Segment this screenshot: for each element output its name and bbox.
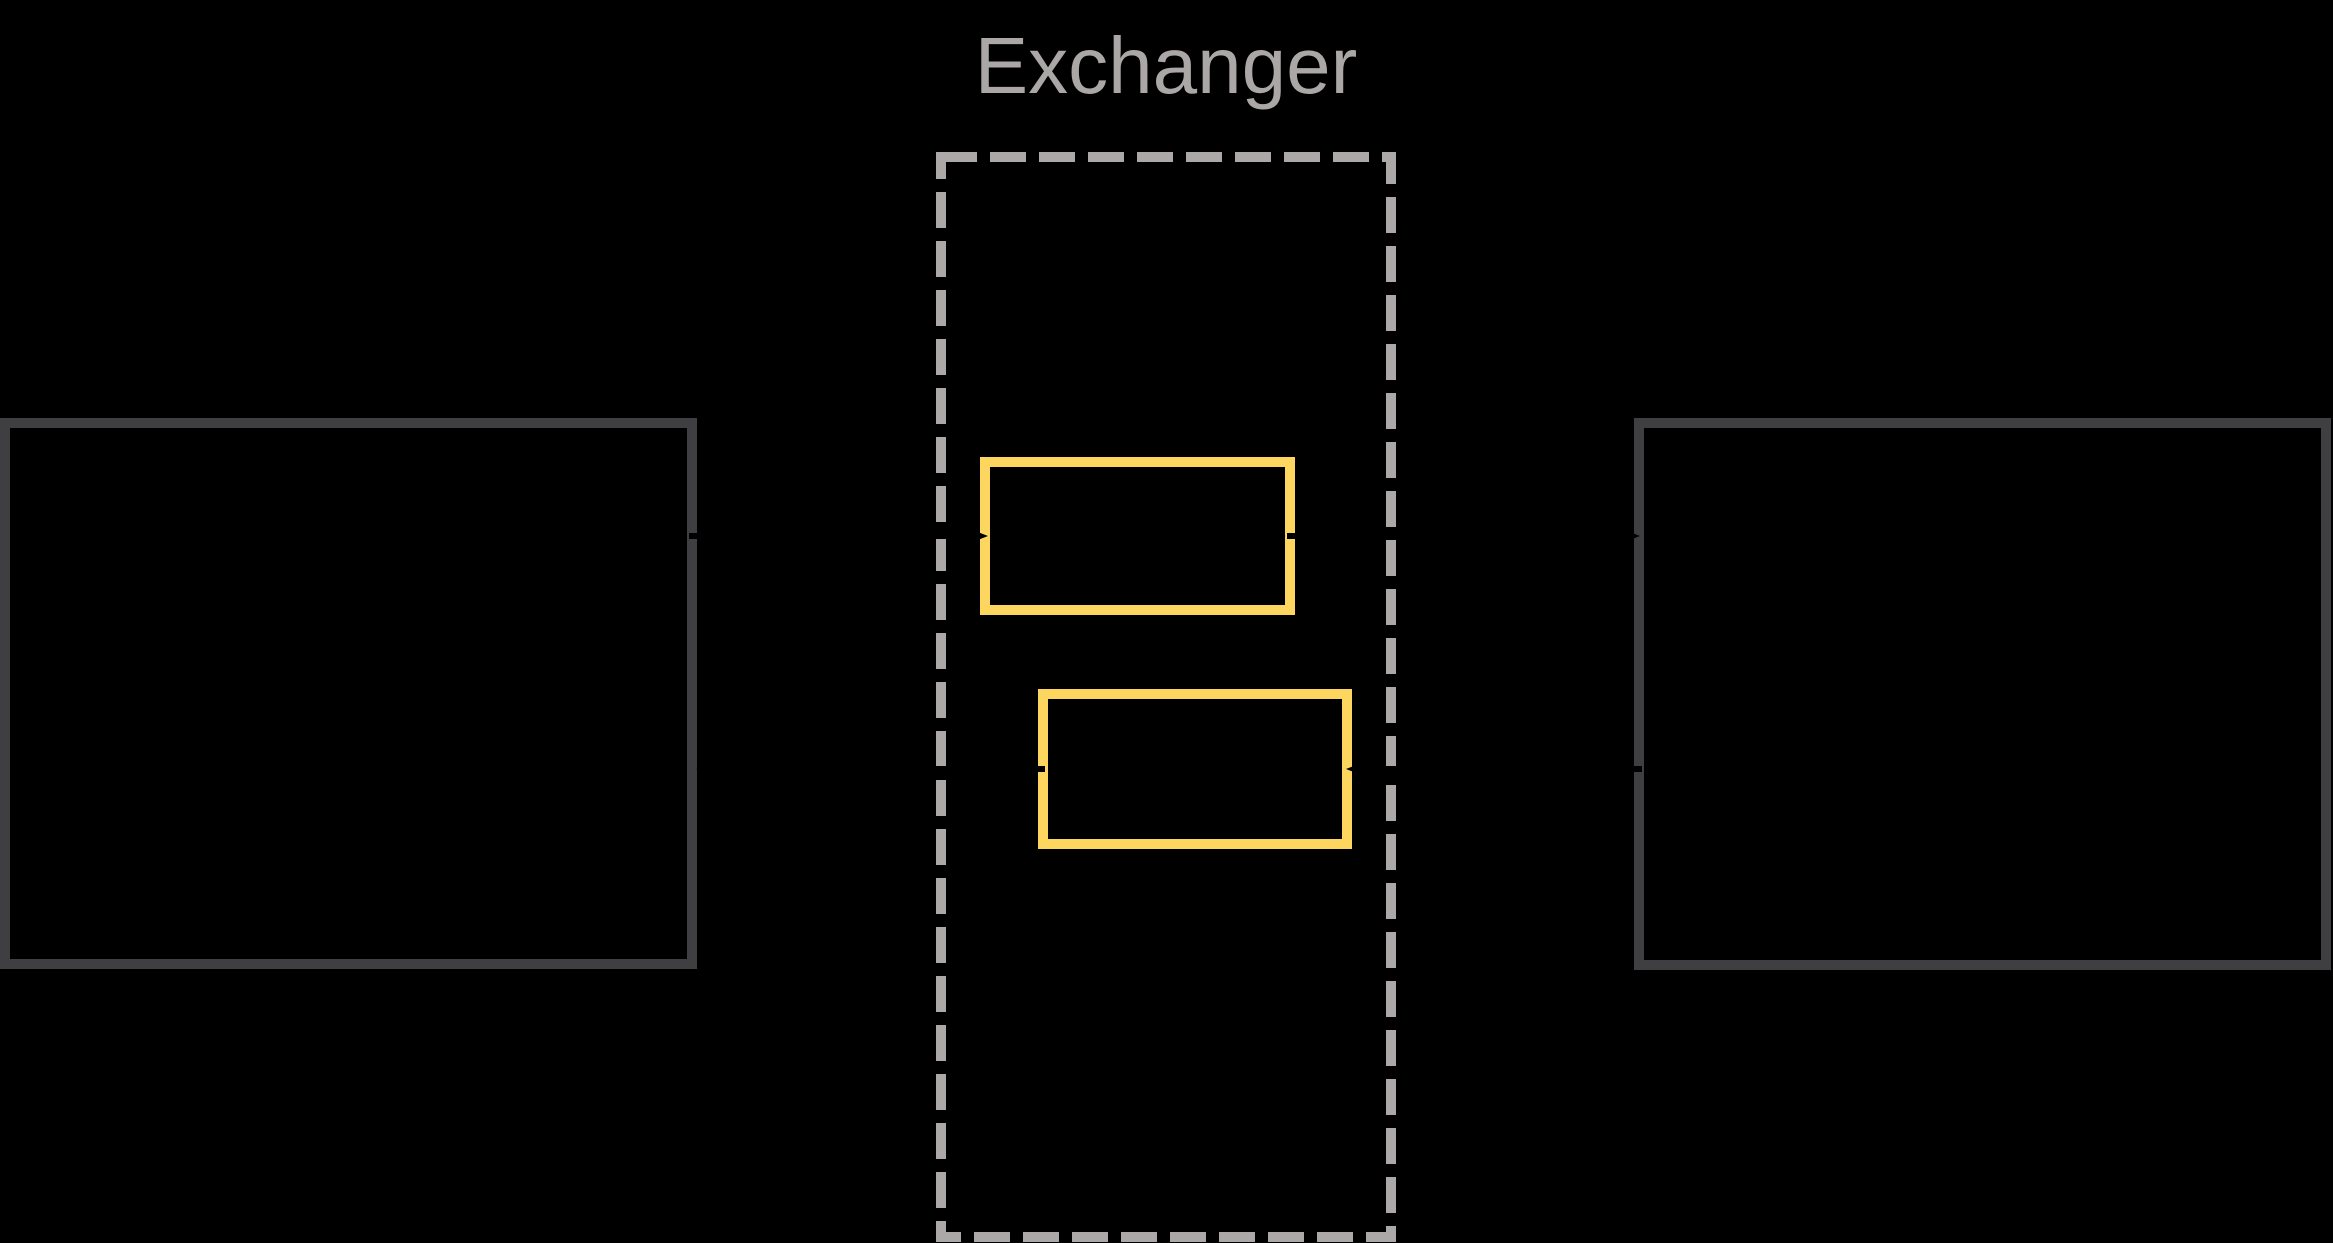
arrowhead-into-left-node xyxy=(696,762,714,776)
arrowhead-into-right-node xyxy=(1622,529,1640,543)
right-node-box xyxy=(1634,418,2331,970)
exchanger-container-dashed-border xyxy=(936,152,1396,1242)
arrowhead-into-top-exchange xyxy=(970,529,988,543)
exchange-node-top-box xyxy=(980,457,1295,615)
exchange-node-bottom-box xyxy=(1038,689,1352,849)
exchanger-title: Exchanger xyxy=(975,21,1357,110)
arrowhead-into-bottom-exchange xyxy=(1346,762,1364,776)
left-node-box xyxy=(0,418,697,969)
